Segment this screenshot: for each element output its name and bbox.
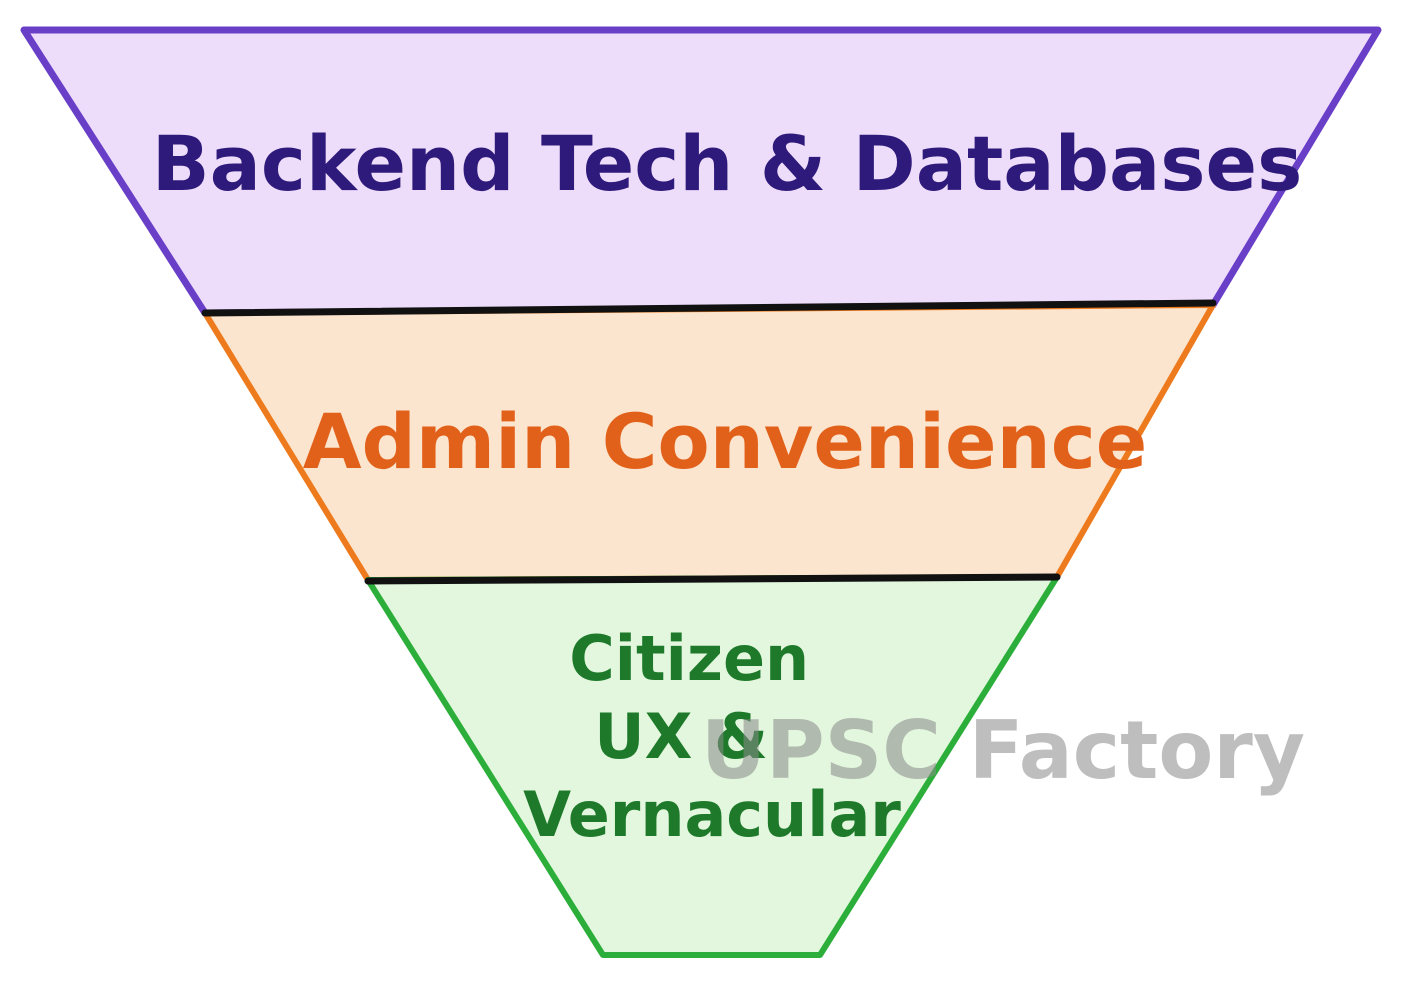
layer-admin: Admin Convenience — [202, 302, 1216, 583]
divider-top — [201, 299, 1217, 317]
watermark-text: UPSC Factory — [701, 704, 1305, 797]
layer-admin-label: Admin Convenience — [303, 397, 1148, 486]
layer-citizen-label: Citizen UX & Vernacular — [523, 622, 901, 851]
layer-citizen: Citizen UX & Vernacular — [365, 574, 1060, 958]
layer-backend: Backend Tech & Databases — [20, 26, 1382, 317]
layer-backend-label: Backend Tech & Databases — [152, 119, 1303, 208]
divider-bottom — [364, 573, 1061, 585]
